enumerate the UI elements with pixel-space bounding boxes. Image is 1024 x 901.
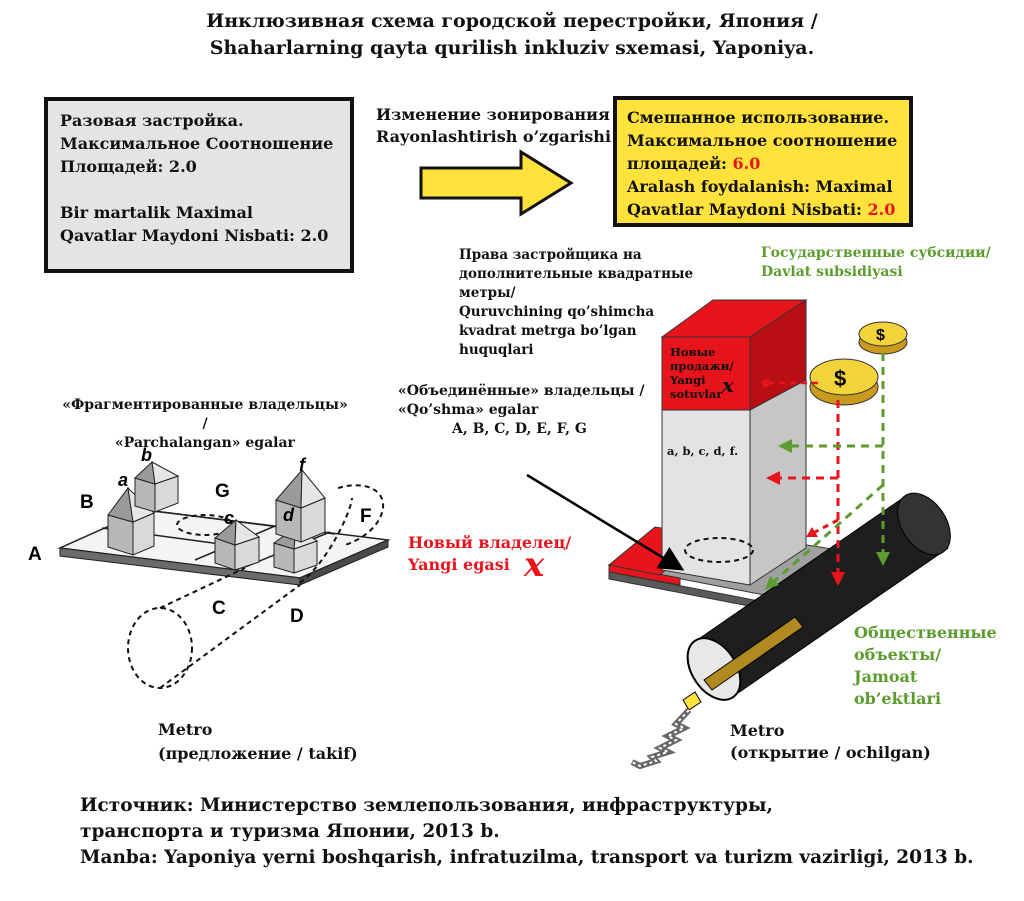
right-box-line-5-prefix: Qavatlar Maydoni Nisbati: <box>627 200 868 219</box>
left-box-line-1: Разовая застройка. <box>60 111 244 130</box>
united-line-3: A, B, C, D, E, F, G <box>452 421 587 437</box>
rezoning-line-2: Rayonlashtirish o’zgarishi <box>376 127 612 146</box>
mixed-use-box: Смешанное использование. Максимальное со… <box>613 96 913 227</box>
title-line-ru: Инклюзивная схема городской перестройки,… <box>206 10 818 32</box>
parcel-label-G: G <box>215 481 230 502</box>
source-line-2: транспорта и туризма Японии, 2013 b. <box>80 821 500 842</box>
united-line-2: «Qo’shma» egalar <box>398 402 539 418</box>
metro-opened-label: Metro (открытие / ochilgan) <box>730 720 931 764</box>
coin-large: $ <box>809 358 879 406</box>
source-line-3: Manba: Yaponiya yerni boshqarish, infrat… <box>80 847 974 868</box>
public-facilities-label: Общественные объекты/ Jamoat ob’ektlari <box>854 622 997 710</box>
left-box-line-4: Bir martalik Maximal <box>60 203 253 222</box>
house-label-d: d <box>283 505 295 525</box>
new-owner-label: Новый владелец/ Yangi egasi <box>408 532 571 576</box>
parcel-label-C: C <box>212 598 226 619</box>
rezoning-line-1: Изменение зонирования / <box>376 105 622 124</box>
metro-left-line-1: Metro <box>158 720 213 739</box>
parcel-label-B: B <box>80 492 94 513</box>
developer-rights-label: Права застройщика на дополнительные квад… <box>459 246 693 360</box>
parcel-label-D: D <box>290 606 304 627</box>
subsidies-line-1: Государственные субсидии/ <box>761 245 991 261</box>
developer-rights-line-6: huquqlari <box>459 342 534 358</box>
far-value-6: 6.0 <box>732 154 761 173</box>
house-label-c: c <box>224 508 234 528</box>
right-box-line-1: Смешанное использование. <box>627 108 890 127</box>
rezoning-label: Изменение зонирования / Rayonlashtirish … <box>376 104 621 148</box>
public-facilities-line-1: Общественные <box>854 623 997 642</box>
parcel-label-A: A <box>28 544 42 565</box>
public-facilities-line-2: объекты/ <box>854 645 942 664</box>
public-facilities-line-4: ob’ektlari <box>854 689 942 708</box>
new-sales-line-2: продажи/ <box>670 359 734 373</box>
right-box-line-4: Aralash foydalanish: Maximal <box>627 177 893 196</box>
fragmented-owners-label: «Фрагментированные владельцы» / «Parchal… <box>60 396 350 453</box>
fragmented-line-1: «Фрагментированные владельцы» / <box>62 397 348 432</box>
source-line-1: Источник: Министерство землепользования,… <box>80 795 773 816</box>
right-box-line-3: площадей: 6.0 <box>627 152 899 175</box>
metro-left-line-2: (предложение / takif) <box>158 744 358 763</box>
developer-rights-line-4: Quruvchining qo’shimcha <box>459 304 655 320</box>
new-sales-x-mark: x <box>721 373 735 397</box>
new-sales-line-3: Yangi <box>669 373 706 387</box>
parcel-label-F: F <box>360 506 372 527</box>
coin-small: $ <box>858 321 908 355</box>
metro-right-line-2: (открытие / ochilgan) <box>730 743 931 762</box>
fragmented-parcels-scene: A B C D F G a b c d f <box>28 445 391 689</box>
far-value-2: 2.0 <box>867 200 896 219</box>
united-line-1: «Объединённые» владельцы / <box>398 383 645 399</box>
title-line-uz: Shaharlarning qayta qurilish inkluziv sx… <box>209 37 815 59</box>
developer-rights-line-3: метры/ <box>459 285 516 301</box>
developer-rights-line-5: kvadrat metrga bo’lgan <box>459 323 637 339</box>
right-box-line-5: Qavatlar Maydoni Nisbati: 2.0 <box>627 198 899 221</box>
coin-large-symbol: $ <box>834 366 846 391</box>
left-box-line-2: Максимальное Соотношение <box>60 134 334 153</box>
metro-proposed-label: Metro (предложение / takif) <box>158 718 358 766</box>
right-box-line-3-prefix: площадей: <box>627 154 733 173</box>
public-facilities-line-3: Jamoat <box>854 667 918 686</box>
developer-rights-line-2: дополнительные квадратные <box>459 266 694 282</box>
house-label-f: f <box>299 455 307 475</box>
new-owner-line-1: Новый владелец/ <box>408 533 572 552</box>
developer-rights-line-1: Права застройщика на <box>459 247 642 263</box>
new-sales-line-4: sotuvlar <box>670 387 723 401</box>
left-box-line-3: Площадей: 2.0 <box>60 157 197 176</box>
one-time-development-box: Разовая застройка. Максимальное Соотноше… <box>44 97 354 273</box>
tower-owners-label: a, b, c, d, f. <box>667 444 738 458</box>
subsidies-label: Государственные субсидии/ Davlat subsidi… <box>761 244 991 282</box>
left-box-line-5: Qavatlar Maydoni Nisbati: 2.0 <box>60 226 329 245</box>
diagram-title: Инклюзивная схема городской перестройки,… <box>0 8 1024 62</box>
rezoning-arrow <box>419 149 574 217</box>
source-citation: Источник: Министерство землепользования,… <box>80 793 974 871</box>
coin-small-symbol: $ <box>876 327 885 344</box>
subsidies-line-2: Davlat subsidiyasi <box>761 264 903 280</box>
house-label-a: a <box>118 470 128 490</box>
fragmented-line-2: «Parchalangan» egalar <box>115 435 295 451</box>
united-owners-label: «Объединённые» владельцы / «Qo’shma» ega… <box>398 382 645 439</box>
right-box-line-2: Максимальное соотношение <box>627 131 898 150</box>
new-owner-line-2: Yangi egasi <box>408 555 510 574</box>
metro-right-line-1: Metro <box>730 721 785 740</box>
